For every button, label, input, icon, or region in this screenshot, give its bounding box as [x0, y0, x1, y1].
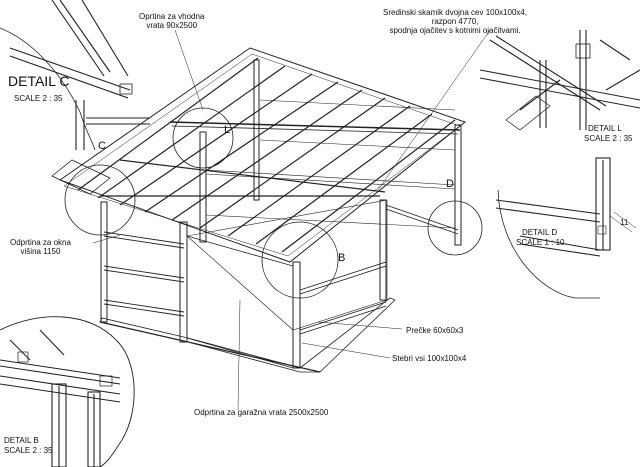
- detail-c-title: DETAIL C: [8, 73, 70, 89]
- detail-d-circle: [427, 200, 483, 256]
- detail-c-scale: SCALE 2 : 35: [14, 94, 63, 103]
- annotation-stebri: Stebri vsi 100x100x4: [392, 354, 467, 363]
- main-frame: [51, 29, 491, 411]
- detail-b-title: DETAIL B: [4, 436, 39, 445]
- annotation-sredinski-skamik: Sredinski skamik dvojna cev 100x100x4, r…: [383, 8, 528, 35]
- detail-l-circle: [172, 107, 234, 169]
- detail-b-view: [0, 316, 135, 467]
- detail-l-view: [479, 30, 640, 131]
- detail-b-circle: [261, 221, 339, 299]
- detail-c-marker: C: [98, 140, 106, 152]
- detail-l-title: DETAIL L: [588, 124, 622, 133]
- detail-d-title: DETAIL D: [522, 228, 558, 237]
- annotation-okna: Odprtina za okna višina 1150: [10, 238, 71, 256]
- detail-d-scale: SCALE 1 : 10: [516, 238, 565, 247]
- detail-b-marker: B: [338, 252, 346, 264]
- detail-l-scale: SCALE 2 : 35: [584, 134, 633, 143]
- detail-b-scale: SCALE 2 : 35: [4, 446, 53, 455]
- detail-d-view: [493, 157, 640, 300]
- detail-l-marker: L: [224, 124, 231, 136]
- detail-c-view: [0, 0, 150, 151]
- annotation-precke: Prečke 60x60x3: [406, 326, 464, 335]
- detail-d-dimension: 11: [620, 218, 629, 227]
- annotation-vhodna-vrata: Oprtina za vhodna vrata 90x2500: [139, 12, 205, 30]
- detail-c-circle: [64, 164, 136, 236]
- annotation-garazna-vrata: Odprtina za garažna vrata 2500x2500: [194, 408, 329, 417]
- detail-d-marker: D: [446, 178, 454, 190]
